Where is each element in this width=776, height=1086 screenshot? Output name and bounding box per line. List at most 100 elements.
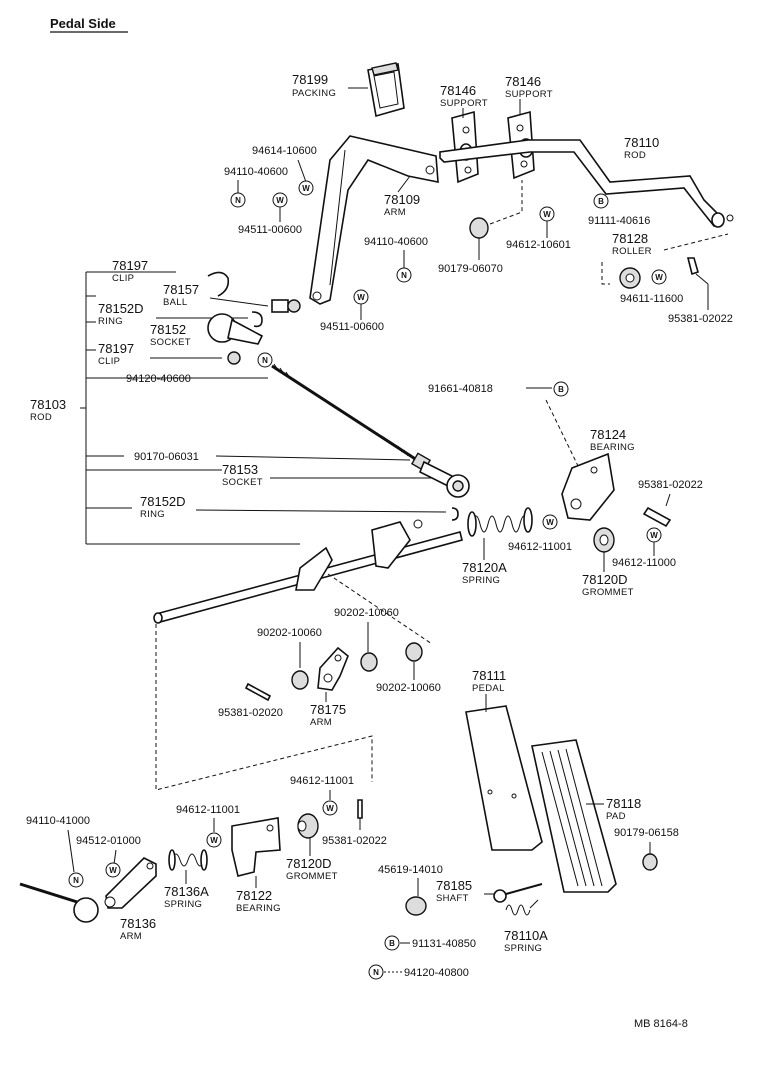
hw-95381-02022-b: 95381-02022 bbox=[638, 479, 703, 491]
part-name-support-left: SUPPORT bbox=[440, 98, 488, 109]
hw-94612-11000: 94612-11000 bbox=[612, 557, 676, 569]
svg-text:W: W bbox=[546, 518, 554, 527]
arm-78109-part bbox=[309, 135, 439, 305]
part-number-78120D-a: 78120D bbox=[582, 572, 628, 587]
part-name-spring-78136A: SPRING bbox=[164, 899, 202, 910]
pedal-78111-part bbox=[465, 705, 543, 851]
svg-text:B: B bbox=[389, 939, 395, 948]
part-name-spring-78110A: SPRING bbox=[504, 943, 542, 954]
diagram-title: Pedal Side bbox=[50, 16, 116, 31]
part-number-78111: 78111 bbox=[472, 668, 506, 683]
part-number-78197-b: 78197 bbox=[98, 341, 134, 356]
part-number-78124: 78124 bbox=[590, 427, 626, 442]
hw-90179-06070: 90179-06070 bbox=[438, 263, 503, 275]
part-number-78152D-a: 78152D bbox=[98, 301, 144, 316]
part-name-rod-78103: ROD bbox=[30, 412, 52, 423]
spring-78120A-part bbox=[467, 507, 533, 537]
hw-90170-06031: 90170-06031 bbox=[134, 451, 199, 463]
arm-78175-part bbox=[317, 646, 349, 691]
part-number-78152: 78152 bbox=[150, 322, 186, 337]
hw-94511-00600-b: 94511-00600 bbox=[320, 321, 384, 333]
hw-95381-02022-c: 95381-02022 bbox=[322, 835, 387, 847]
hw-95381-02020: 95381-02020 bbox=[218, 707, 283, 719]
part-name-pad: PAD bbox=[606, 811, 626, 822]
part-number-78175: 78175 bbox=[310, 702, 346, 717]
part-name-socket-a: SOCKET bbox=[150, 337, 191, 348]
clip-b-part bbox=[227, 351, 241, 365]
socket-78152-part bbox=[207, 313, 264, 345]
svg-text:W: W bbox=[357, 293, 365, 302]
part-name-spring-78120A: SPRING bbox=[462, 575, 500, 586]
part-number-78120A: 78120A bbox=[462, 560, 507, 575]
svg-text:N: N bbox=[401, 271, 407, 280]
ball-stud-part bbox=[271, 299, 301, 313]
part-name-ring-b: RING bbox=[140, 509, 165, 520]
part-name-rod: ROD bbox=[624, 150, 646, 161]
part-number-78136: 78136 bbox=[120, 916, 156, 931]
cotter-pin-d-part bbox=[357, 799, 363, 819]
nut-symbol bbox=[396, 267, 412, 283]
hw-91131-40850: 91131-40850 bbox=[412, 938, 476, 950]
svg-text:B: B bbox=[558, 385, 564, 394]
bolt-symbol bbox=[553, 381, 569, 397]
nut-part bbox=[642, 853, 658, 871]
washer-symbol bbox=[542, 514, 558, 530]
svg-text:N: N bbox=[373, 968, 379, 977]
washer-symbol bbox=[298, 180, 314, 196]
bearing-78122-part bbox=[231, 817, 281, 877]
nut-symbol bbox=[230, 192, 246, 208]
svg-text:N: N bbox=[262, 356, 268, 365]
part-number-78118: 78118 bbox=[606, 796, 641, 811]
hw-90202-10060-a: 90202-10060 bbox=[334, 607, 399, 619]
bolt-symbol bbox=[593, 193, 609, 209]
hw-94614-10600: 94614-10600 bbox=[252, 145, 317, 157]
cotter-pin-c-part bbox=[244, 682, 272, 702]
hw-94612-11001-a: 94612-11001 bbox=[508, 541, 572, 553]
part-name-arm-78109: ARM bbox=[384, 207, 406, 218]
nut-part bbox=[469, 217, 489, 239]
part-number-78199: 78199 bbox=[292, 72, 328, 87]
pedal-shaft-part bbox=[153, 519, 463, 624]
washer-symbol bbox=[322, 800, 338, 816]
part-name-support-right: SUPPORT bbox=[505, 89, 553, 100]
part-number-78103: 78103 bbox=[30, 397, 66, 412]
part-number-78197-a: 78197 bbox=[112, 258, 148, 273]
svg-text:N: N bbox=[235, 196, 241, 205]
part-number-78109: 78109 bbox=[384, 192, 420, 207]
ring-part bbox=[251, 311, 263, 328]
hw-94612-11001-b: 94612-11001 bbox=[176, 804, 240, 816]
bolt-symbol bbox=[384, 935, 400, 951]
hw-91111-40616: 91111-40616 bbox=[588, 215, 650, 227]
part-name-bearing-78124: BEARING bbox=[590, 442, 635, 453]
part-number-78128: 78128 bbox=[612, 231, 648, 246]
part-name-arm-78175: ARM bbox=[310, 717, 332, 728]
part-name-grommet-a: GROMMET bbox=[582, 587, 634, 598]
part-name-clip-a: CLIP bbox=[112, 273, 134, 284]
nut-symbol bbox=[257, 352, 273, 368]
hw-90202-10060-b: 90202-10060 bbox=[257, 627, 322, 639]
part-number-78110: 78110 bbox=[624, 135, 659, 150]
rod-78103-part bbox=[271, 363, 432, 472]
socket-78153-part bbox=[418, 460, 470, 498]
part-number-78153: 78153 bbox=[222, 462, 258, 477]
arm-78136-part bbox=[19, 857, 157, 923]
svg-text:W: W bbox=[650, 531, 658, 540]
part-number-78146-left: 78146 bbox=[440, 83, 476, 98]
packing-part bbox=[367, 62, 405, 118]
part-name-grommet-b: GROMMET bbox=[286, 871, 338, 882]
bearing-78124-part bbox=[561, 452, 615, 521]
part-name-roller: ROLLER bbox=[612, 246, 652, 257]
svg-text:W: W bbox=[543, 210, 551, 219]
washer-part bbox=[360, 652, 378, 672]
part-name-ball: BALL bbox=[163, 297, 187, 308]
reference-code: MB 8164-8 bbox=[634, 1018, 688, 1030]
grommet-78120D-a-part bbox=[593, 527, 615, 553]
hw-94511-00600-a: 94511-00600 bbox=[238, 224, 302, 236]
svg-text:B: B bbox=[598, 197, 604, 206]
hw-94120-40800: 94120-40800 bbox=[404, 967, 469, 979]
cotter-pin-b-part bbox=[642, 506, 672, 528]
part-number-78122: 78122 bbox=[236, 888, 272, 903]
part-number-78152D-b: 78152D bbox=[140, 494, 186, 509]
part-name-packing: PACKING bbox=[292, 88, 336, 99]
